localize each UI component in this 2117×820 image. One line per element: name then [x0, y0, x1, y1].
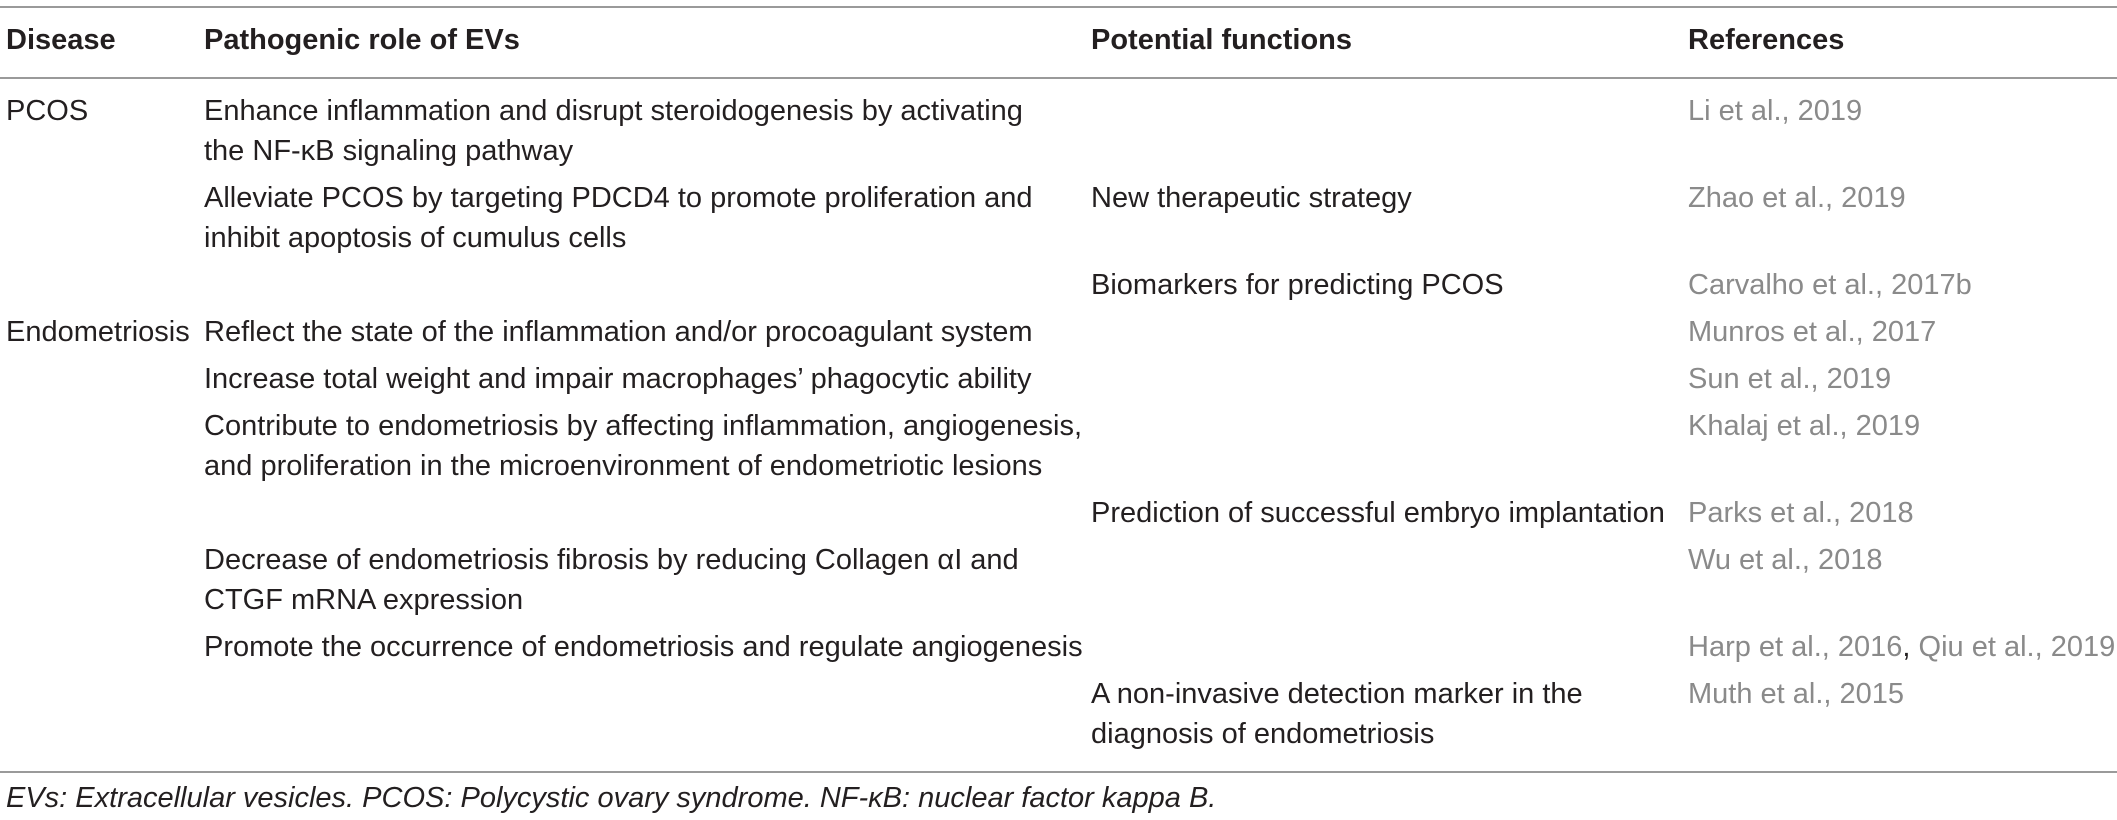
cell-pathogenic-role: Alleviate PCOS by targeting PDCD4 to pro… — [204, 182, 1033, 254]
cell-pathogenic-role: Reflect the state of the inflammation an… — [204, 316, 1033, 348]
cell-references: Zhao et al., 2019 — [1688, 178, 1906, 218]
reference-link[interactable]: Sun et al., 2019 — [1688, 363, 1892, 395]
reference-link[interactable]: Wu et al., 2018 — [1688, 544, 1883, 576]
cell-references: Sun et al., 2019 — [1688, 359, 1891, 399]
reference-link[interactable]: Zhao et al., 2019 — [1688, 182, 1906, 214]
cell-pathogenic-role: Decrease of endometriosis fibrosis by re… — [204, 544, 1019, 616]
reference-link[interactable]: Carvalho et al., 2017b — [1688, 269, 1972, 301]
cell-references: Munros et al., 2017 — [1688, 312, 1936, 352]
cell-references: Muth et al., 2015 — [1688, 674, 1904, 714]
cell-potential-function: Prediction of successful embryo implanta… — [1091, 497, 1665, 529]
reference-link[interactable]: Li et al., 2019 — [1688, 95, 1863, 127]
reference-link[interactable]: Qiu et al., 2019 — [1918, 631, 2116, 663]
table-footnote: EVs: Extracellular vesicles. PCOS: Polyc… — [6, 782, 1217, 814]
reference-link[interactable]: Parks et al., 2018 — [1688, 497, 1914, 529]
table-top-rule — [0, 6, 2117, 8]
reference-link[interactable]: Munros et al., 2017 — [1688, 316, 1937, 348]
reference-link[interactable]: Harp et al., 2016 — [1688, 631, 1903, 663]
cell-references: Carvalho et al., 2017b — [1688, 265, 1972, 305]
cell-references: Li et al., 2019 — [1688, 91, 1862, 131]
cell-references: Khalaj et al., 2019 — [1688, 406, 1920, 446]
reference-link[interactable]: Khalaj et al., 2019 — [1688, 410, 1921, 442]
header-potential-functions: Potential functions — [1091, 24, 1352, 56]
header-references: References — [1688, 24, 1845, 56]
cell-references: Wu et al., 2018 — [1688, 540, 1883, 580]
table-bottom-rule — [0, 771, 2117, 773]
cell-pathogenic-role: Contribute to endometriosis by affecting… — [204, 410, 1083, 482]
cell-potential-function: New therapeutic strategy — [1091, 182, 1412, 214]
header-disease: Disease — [6, 24, 116, 56]
cell-pathogenic-role: Enhance inflammation and disrupt steroid… — [204, 95, 1023, 167]
cell-potential-function: Biomarkers for predicting PCOS — [1091, 269, 1504, 301]
cell-disease: Endometriosis — [6, 316, 190, 348]
reference-link[interactable]: Muth et al., 2015 — [1688, 678, 1905, 710]
cell-disease: PCOS — [6, 95, 89, 127]
cell-references: Harp et al., 2016, Qiu et al., 2019 — [1688, 631, 2116, 663]
cell-pathogenic-role: Increase total weight and impair macroph… — [204, 363, 1032, 395]
cell-pathogenic-role: Promote the occurrence of endometriosis … — [204, 631, 1083, 663]
header-pathogenic-role: Pathogenic role of EVs — [204, 24, 520, 56]
header-rule — [0, 77, 2117, 79]
cell-references: Parks et al., 2018 — [1688, 493, 1914, 533]
